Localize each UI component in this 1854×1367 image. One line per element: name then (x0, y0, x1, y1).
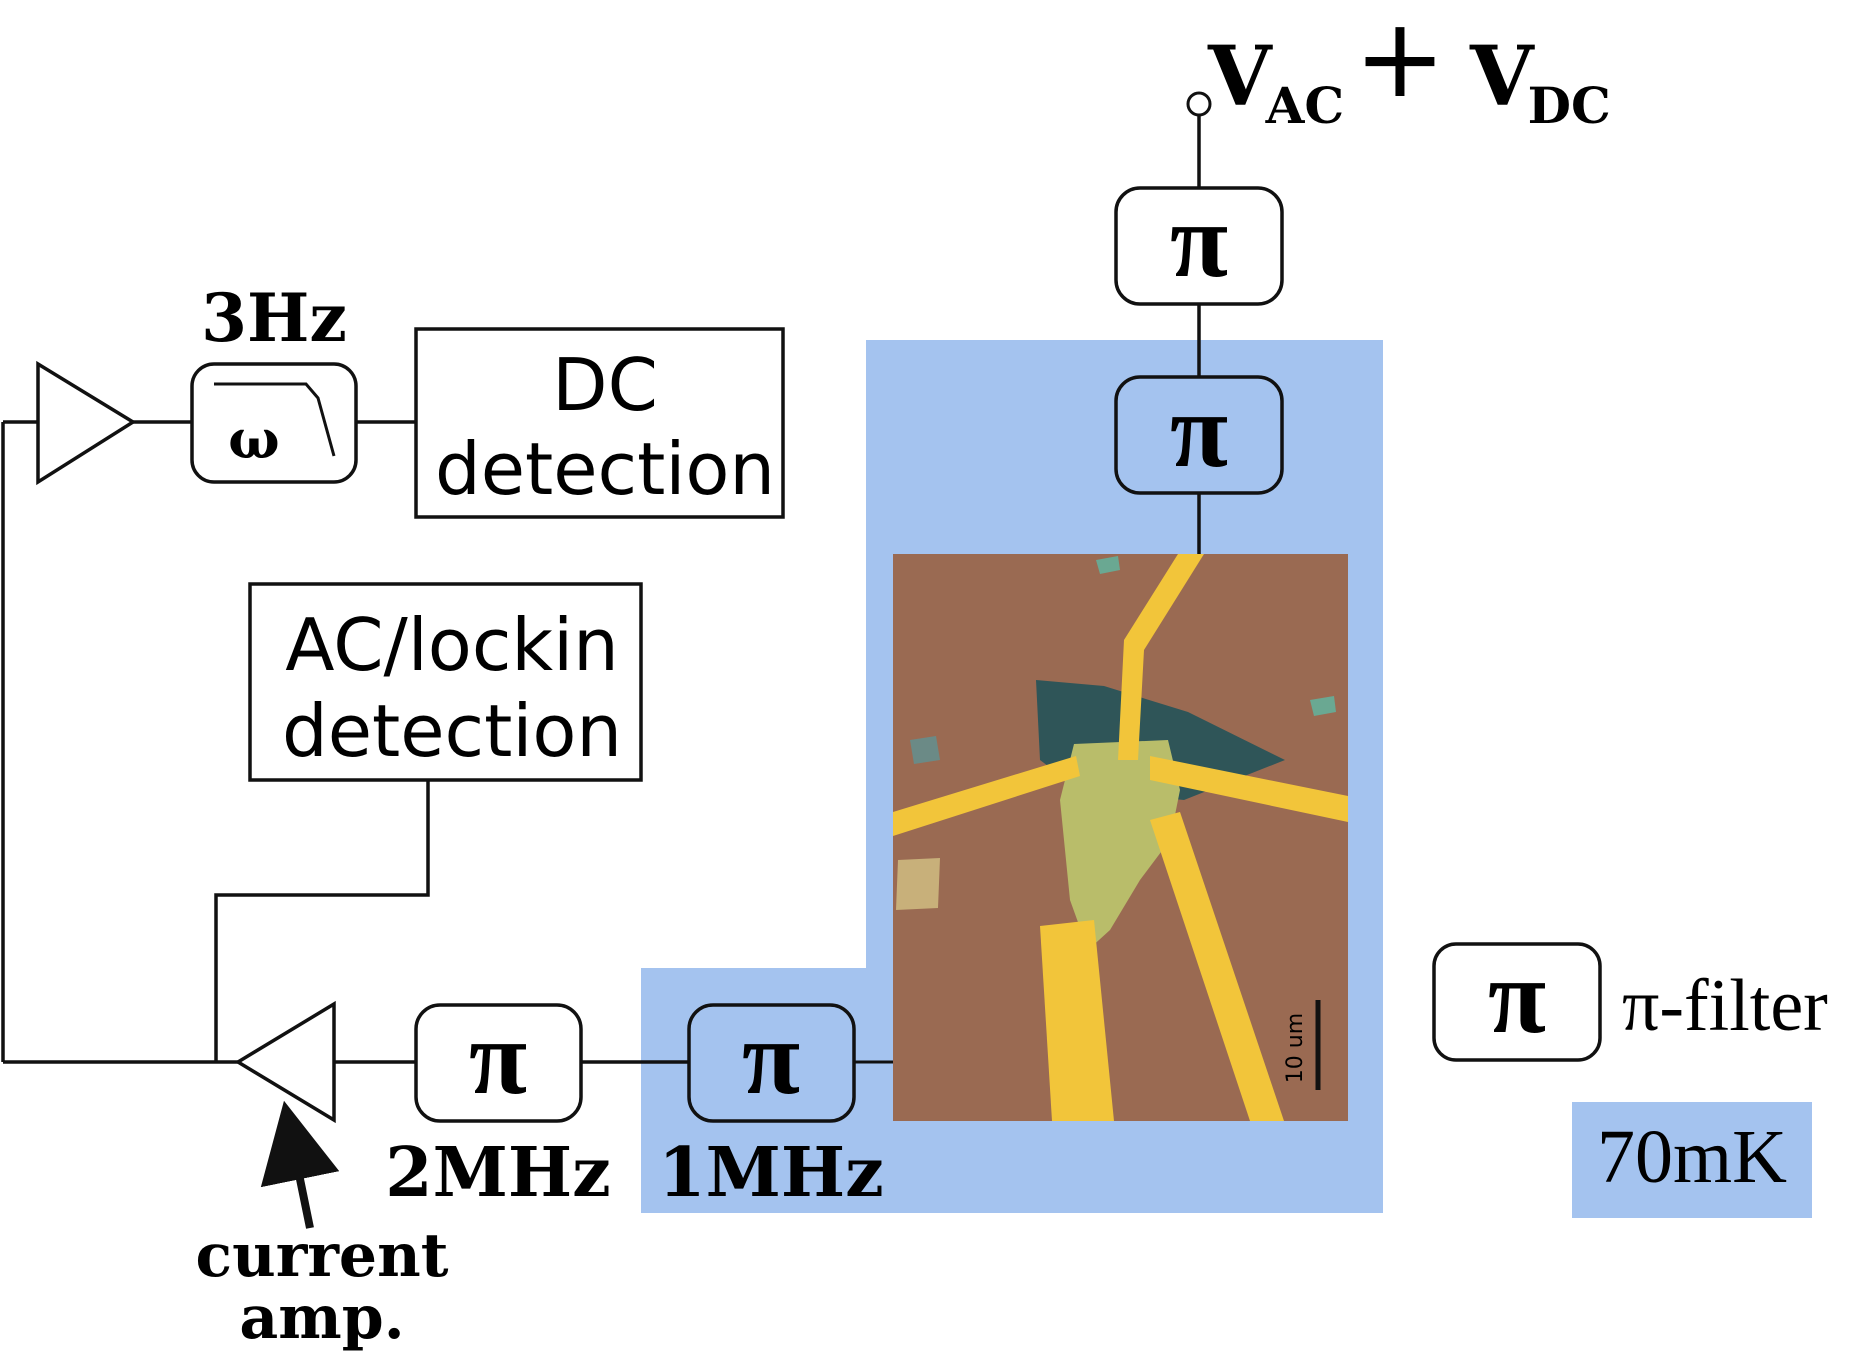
current-amp-label-line1: current (196, 1221, 449, 1291)
pi-symbol: π (469, 999, 527, 1116)
source-terminal (1186, 91, 1212, 117)
plus-sign: + (1354, 0, 1446, 122)
filter-1mhz-label: 1MHz (658, 1133, 883, 1213)
omega-label: ω (228, 407, 279, 471)
dc-detection-line1: DC (552, 343, 658, 427)
current-amplifier (234, 1000, 336, 1124)
scale-bar-label: 10 um (1283, 1013, 1308, 1083)
ac-detection-box (248, 582, 643, 782)
dc-detection-line2: detection (435, 427, 775, 511)
pi-filter-2mhz (414, 1003, 583, 1123)
ac-detection-line1: AC/lockin (285, 603, 619, 687)
pi-symbol: π (1170, 372, 1228, 489)
pi-filter-1mhz (687, 1003, 856, 1123)
legend-pi-filter-label: π-filter (1622, 965, 1828, 1047)
lowpass-cutoff-label: 3Hz (201, 279, 347, 357)
pi-symbol: π (1488, 938, 1546, 1055)
ac-detection-line2: detection (282, 689, 622, 773)
filter-2mhz-label: 2MHz (385, 1133, 610, 1213)
legend-temperature-label: 70mK (1597, 1115, 1787, 1199)
dc-detection-box (414, 327, 785, 519)
voltage-amplifier (36, 360, 137, 486)
legend-pi-filter-box (1432, 942, 1602, 1062)
current-amp-arrow (260, 1100, 340, 1229)
vac-label: VAC (1207, 29, 1344, 135)
current-amp-label-line2: amp. (239, 1283, 404, 1353)
vdc-label: VDC (1469, 29, 1611, 135)
pi-filter-top (1114, 186, 1284, 306)
pi-filter-cold-vertical (1114, 375, 1284, 495)
pi-symbol: π (742, 999, 800, 1116)
device-micrograph: 10 um (893, 554, 1348, 1121)
legend-cold-stage-swatch (1572, 1102, 1812, 1218)
pi-symbol: π (1170, 182, 1228, 299)
lowpass-response-curve (214, 382, 336, 457)
